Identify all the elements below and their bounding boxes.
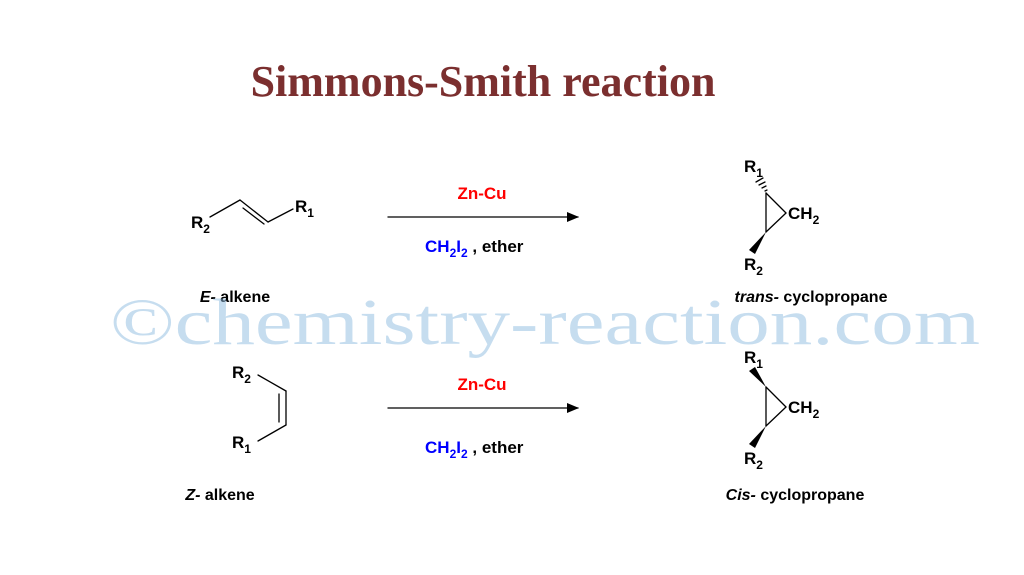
e-alkene-structure: R2 R1	[191, 197, 314, 236]
ring-bond	[765, 406, 787, 427]
solid-wedge-bond	[749, 367, 766, 387]
methylene-ch2: CH2	[788, 204, 820, 227]
substituent-r2: R2	[744, 255, 763, 278]
page-title: Simmons-Smith reaction	[251, 57, 716, 106]
reagent-ch2i2-ether: CH2I2 , ether	[425, 438, 524, 461]
bond-single	[257, 374, 287, 392]
hashed-wedge-bond	[755, 177, 768, 192]
bond-double-outer	[239, 199, 269, 223]
bond-double-inner	[242, 207, 265, 225]
solid-wedge-bond	[749, 232, 766, 254]
substituent-r1: R1	[232, 433, 251, 456]
bond-single	[209, 199, 241, 218]
ring-bond	[765, 386, 787, 408]
reagent-zn-cu: Zn-Cu	[457, 375, 506, 394]
z-alkene-structure: R2 R1	[232, 363, 287, 456]
cis-cyclopropane-caption: Cis- cyclopropane	[726, 487, 865, 504]
substituent-r1: R1	[744, 157, 763, 180]
methylene-ch2: CH2	[788, 398, 820, 421]
trans-cyclopropane-structure: R1 R2 CH2	[744, 157, 820, 278]
bond-single	[267, 208, 294, 223]
trans-cyclopropane-caption: trans- cyclopropane	[735, 289, 888, 306]
reagent-zn-cu: Zn-Cu	[457, 184, 506, 203]
reagent-ch2i2-ether: CH2I2 , ether	[425, 237, 524, 260]
substituent-r2: R2	[232, 363, 251, 386]
cis-cyclopropane-structure: R1 R2 CH2	[744, 348, 820, 472]
substituent-r2: R2	[744, 449, 763, 472]
bond-single	[257, 424, 287, 442]
reaction-1: R2 R1 E- alkene Zn-Cu CH2I2 , ether	[191, 157, 888, 306]
substituent-r1: R1	[295, 197, 314, 220]
copyright-watermark: ©chemistry-reaction.com	[110, 286, 980, 359]
ring-bond	[765, 192, 787, 214]
reaction-2: R2 R1 Z- alkene Zn-Cu CH2I2 , ether R1 R…	[184, 348, 864, 504]
solid-wedge-bond	[749, 426, 766, 448]
substituent-r1: R1	[744, 348, 763, 371]
e-alkene-caption: E- alkene	[200, 289, 270, 306]
z-alkene-caption: Z- alkene	[184, 487, 254, 504]
ring-bond	[765, 212, 787, 233]
substituent-r2: R2	[191, 213, 210, 236]
